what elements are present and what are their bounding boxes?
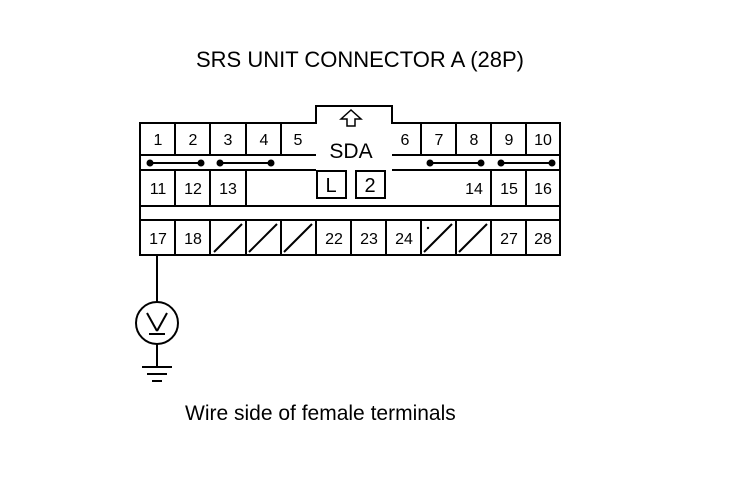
diagram-title: SRS UNIT CONNECTOR A (28P) bbox=[195, 47, 525, 72]
pin-label: 24 bbox=[395, 231, 413, 248]
lock-label-l: L bbox=[325, 175, 336, 197]
pin-label: 15 bbox=[500, 181, 518, 198]
pin-label: 13 bbox=[219, 181, 237, 198]
pin-label: 9 bbox=[505, 132, 514, 149]
pin-label: 23 bbox=[360, 231, 378, 248]
empty-cavity bbox=[458, 223, 488, 253]
pin-label: 27 bbox=[500, 231, 518, 248]
diagram-caption: Wire side of female terminals bbox=[185, 402, 456, 425]
lock-label-2: 2 bbox=[364, 175, 375, 197]
pin-label: 10 bbox=[534, 132, 552, 149]
empty-cavity bbox=[213, 223, 243, 253]
voltmeter-icon bbox=[135, 301, 179, 345]
pin-label: 5 bbox=[294, 132, 303, 149]
pin-label: 22 bbox=[325, 231, 343, 248]
empty-cavity bbox=[248, 223, 278, 253]
lock-box-2 bbox=[355, 170, 386, 199]
lock-box-l bbox=[316, 170, 347, 199]
empty-cavity bbox=[283, 223, 313, 253]
pin-label: 18 bbox=[184, 231, 202, 248]
pin-label: 2 bbox=[189, 132, 198, 149]
pin-label: 17 bbox=[149, 231, 167, 248]
connector-outline bbox=[139, 105, 561, 256]
pin-label: 14 bbox=[465, 181, 483, 198]
voltmeter-v-glyph bbox=[146, 312, 168, 335]
pin-label: 28 bbox=[534, 231, 552, 248]
key-arrow-icon bbox=[339, 108, 363, 127]
pin-label: 12 bbox=[184, 181, 202, 198]
pin-label: 1 bbox=[154, 132, 163, 149]
pin-label: 16 bbox=[534, 181, 552, 198]
empty-cavity bbox=[423, 223, 453, 253]
pin-label: 8 bbox=[470, 132, 479, 149]
key-label: SDA bbox=[329, 140, 372, 163]
pin-label: 11 bbox=[150, 181, 167, 198]
pin-label: 3 bbox=[224, 132, 233, 149]
pin-label: 6 bbox=[401, 132, 410, 149]
pin-label: 7 bbox=[435, 132, 444, 149]
pin-label: 4 bbox=[260, 132, 269, 149]
